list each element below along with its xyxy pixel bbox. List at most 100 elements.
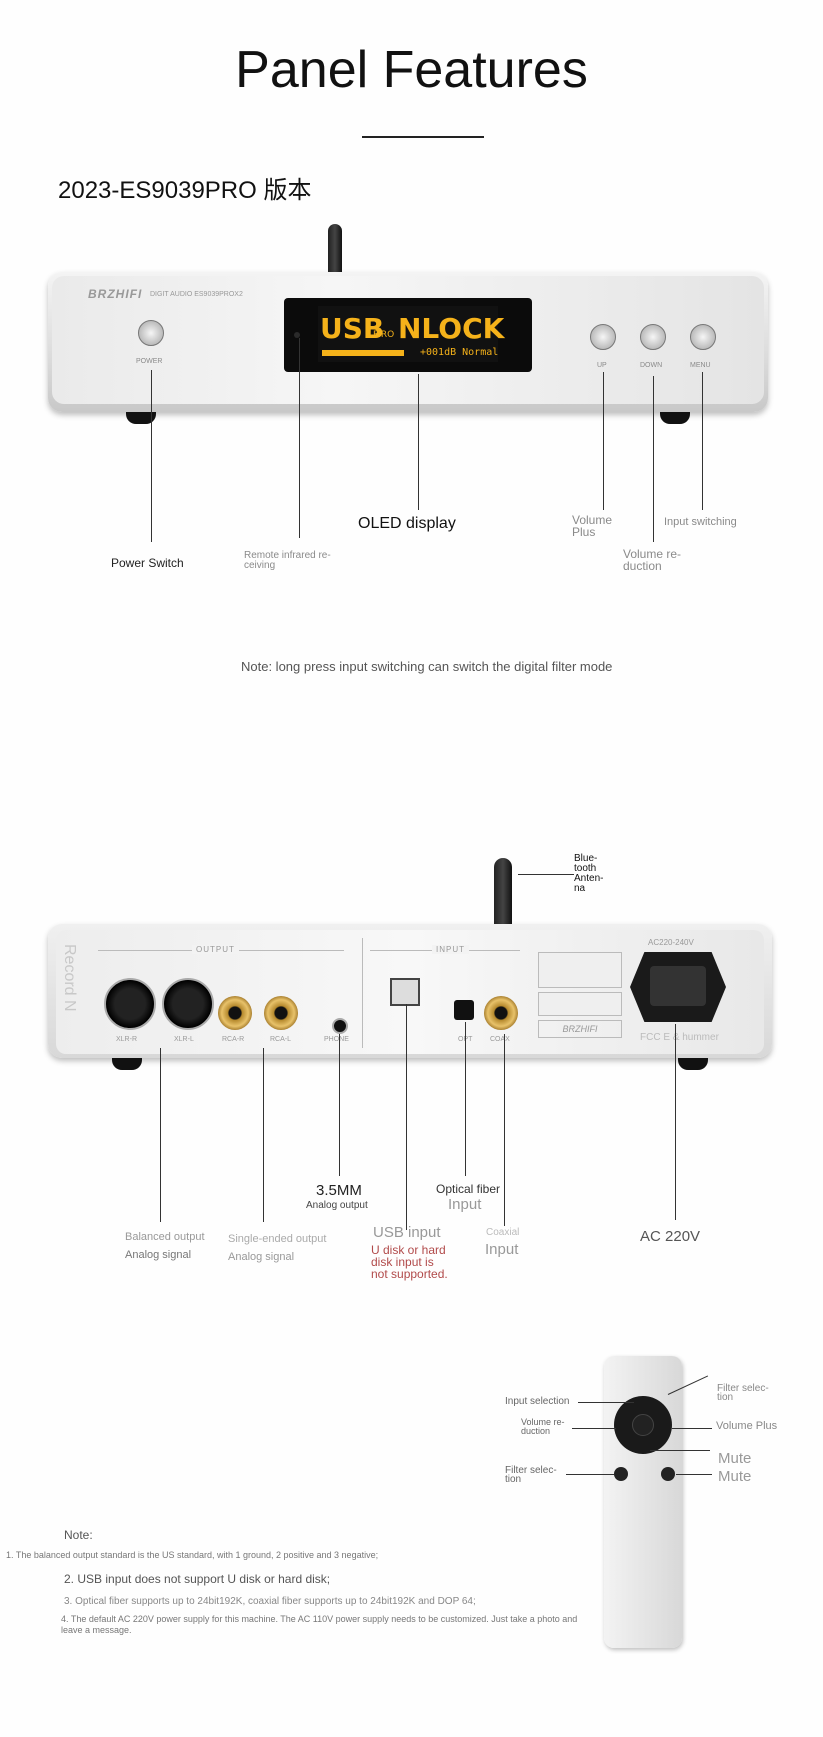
callout-line-single [263, 1048, 264, 1222]
label-power-switch: Power Switch [111, 556, 184, 570]
callout-line-oled [418, 374, 419, 510]
infrared-sensor [294, 332, 300, 338]
menu-button[interactable] [690, 324, 716, 350]
callout-line-bluetooth [518, 874, 574, 875]
coax-connector [484, 996, 518, 1030]
output-section-header: OUTPUT [192, 945, 239, 954]
iec-socket [650, 966, 706, 1006]
panel-label-power: POWER [136, 358, 163, 365]
panel-label-menu: MENU [690, 362, 711, 369]
remote-label-filter-left: Filter selec- tion [505, 1465, 557, 1485]
notes-heading: Note: [64, 1528, 93, 1542]
port-label-xlr-r: XLR-R [116, 1036, 138, 1043]
phone-jack [332, 1018, 348, 1034]
usb-b-port [390, 978, 420, 1006]
panel-label-up: UP [597, 362, 607, 369]
remote-label-filter-right: Filter selec- tion [717, 1383, 769, 1403]
remote-right-button[interactable] [661, 1467, 675, 1481]
label-oled-display: OLED display [358, 515, 456, 532]
callout-line-phone [339, 1034, 340, 1176]
note-item-1: 1. The balanced output standard is the U… [6, 1550, 379, 1560]
label-infrared: Remote infrared re- ceiving [244, 550, 331, 571]
up-button[interactable] [590, 324, 616, 350]
label-phone-size: 3.5MM [316, 1182, 362, 1199]
power-button[interactable] [138, 320, 164, 346]
page-title: Panel Features [235, 41, 588, 99]
callout-line-ac [675, 1024, 676, 1220]
label-optical-a: Optical fiber [436, 1182, 501, 1196]
down-button[interactable] [640, 324, 666, 350]
callout-line-usb [406, 1004, 407, 1230]
oled-filter-text: FIRO [373, 330, 395, 340]
front-note: Note: long press input switching can swi… [241, 659, 613, 674]
note-item-2: 2. USB input does not support U disk or … [64, 1572, 331, 1586]
label-volume-plus: Volume Plus [572, 513, 613, 539]
note-item-4: 4. The default AC 220V power supply for … [61, 1614, 578, 1635]
xlr-r-connector [104, 978, 156, 1030]
oled-source-text: USB [320, 312, 385, 345]
callout-line-coax [504, 1034, 505, 1226]
front-brand-logo: BRZHIFI [88, 287, 143, 301]
optical-port [454, 1000, 474, 1020]
label-balanced-b: Analog signal [125, 1249, 192, 1261]
callout-line-filter-left [566, 1474, 614, 1475]
label-coax-b: Input [485, 1241, 519, 1258]
port-label-rca-r: RCA-R [222, 1036, 245, 1043]
callout-line-up [603, 372, 604, 510]
callout-line-mute-button [676, 1474, 712, 1475]
callout-line-vol-up [672, 1428, 712, 1429]
label-coax-a: Coaxial [486, 1227, 520, 1238]
rear-foot-left [112, 1058, 142, 1070]
front-foot-right [660, 412, 690, 424]
xlr-l-connector [162, 978, 214, 1030]
label-bluetooth: Blue- tooth Anten- na [574, 853, 604, 894]
callout-line-input-selection [578, 1402, 634, 1403]
front-foot-left [126, 412, 156, 424]
version-heading: 2023-ES9039PRO 版本 [58, 177, 312, 204]
port-label-coax: COAX [490, 1036, 510, 1043]
callout-line-infrared [299, 338, 300, 538]
callout-line-power [151, 370, 152, 542]
warning-label [538, 952, 622, 988]
rear-foot-right [678, 1058, 708, 1070]
section-divider [362, 938, 363, 1048]
rear-side-text: Record N [61, 944, 78, 1012]
label-ac-220v: AC 220V [640, 1228, 701, 1245]
input-section-header: INPUT [432, 945, 469, 954]
rca-l-connector [264, 996, 298, 1030]
rear-brand-label: BRZHIFI [538, 1020, 622, 1038]
spec-label [538, 992, 622, 1016]
port-label-xlr-l: XLR-L [174, 1036, 194, 1043]
note-item-3: 3. Optical fiber supports up to 24bit192… [64, 1596, 476, 1607]
rca-r-connector [218, 996, 252, 1030]
bluetooth-antenna-front [328, 224, 342, 276]
label-input-switching: Input switching [664, 516, 737, 528]
port-label-phone: PHONE [324, 1036, 349, 1043]
label-optical-b: Input [448, 1196, 482, 1213]
front-model-text: DIGIT AUDIO ES9039PROX2 [150, 291, 243, 298]
label-volume-reduction: Volume re- duction [623, 547, 682, 573]
oled-lock-text: NLOCK [398, 312, 505, 345]
callout-line-down [653, 376, 654, 542]
oled-volume-bar [322, 350, 404, 356]
label-single-b: Analog signal [228, 1251, 295, 1263]
callout-line-optical [465, 1022, 466, 1176]
callout-line-balanced [160, 1048, 161, 1222]
remote-label-input-selection: Input selection [505, 1396, 570, 1407]
panel-label-down: DOWN [640, 362, 663, 369]
oled-status-text: +001dB Normal [420, 347, 499, 358]
remote-label-volume-plus: Volume Plus [716, 1420, 778, 1432]
callout-line-mute [650, 1450, 710, 1451]
ac-voltage-header: AC220-240V [648, 938, 694, 947]
rear-bottom-text: FCC E & hummer [640, 1032, 719, 1043]
remote-label-mute-b: Mute [718, 1468, 752, 1485]
callout-line-vol-down [572, 1428, 616, 1429]
label-usb-warning: U disk or hard disk input is not support… [371, 1243, 448, 1281]
label-balanced-a: Balanced output [125, 1231, 205, 1243]
title-divider [362, 136, 484, 138]
remote-label-mute-a: Mute [718, 1450, 752, 1467]
label-single-a: Single-ended output [228, 1233, 327, 1245]
remote-left-button[interactable] [614, 1467, 628, 1481]
remote-center-button[interactable] [632, 1414, 654, 1436]
label-usb-input: USB input [373, 1224, 441, 1241]
